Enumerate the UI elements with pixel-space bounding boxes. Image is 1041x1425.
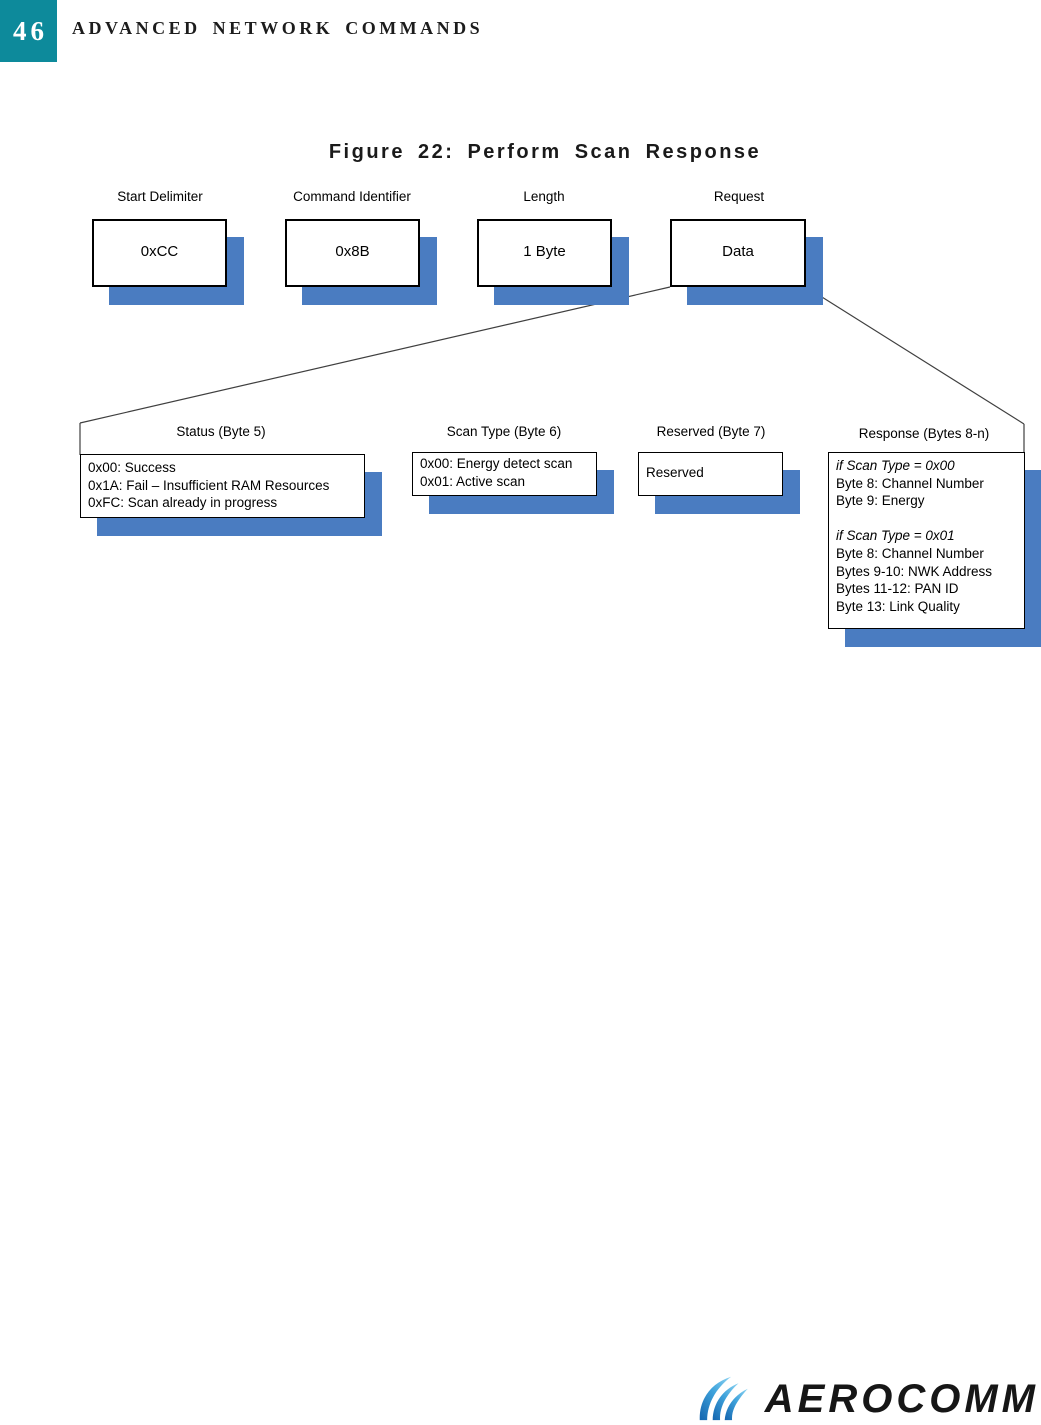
field-box-request: Data bbox=[670, 219, 806, 287]
box-text-line: Reserved bbox=[646, 465, 704, 480]
box-text-line: if Scan Type = 0x01 bbox=[836, 528, 955, 544]
box-text-line: Byte 8: Channel Number bbox=[836, 475, 984, 491]
box-text-line: 0xFC: Scan already in progress bbox=[88, 495, 278, 511]
detail-label-status: Status (Byte 5) bbox=[176, 424, 266, 439]
field-box-length: 1 Byte bbox=[477, 219, 612, 287]
box-text-line bbox=[836, 510, 1017, 528]
aerocomm-logo: AEROCOMM bbox=[695, 1374, 1039, 1422]
box-text-line: 0x00: Energy detect scan bbox=[420, 456, 573, 471]
box-text-line: Byte 9: Energy bbox=[836, 493, 925, 509]
field-box-command-identifier: 0x8B bbox=[285, 219, 420, 287]
field-label-command-identifier: Command Identifier bbox=[293, 189, 411, 204]
detail-box-status: 0x00: Success 0x1A: Fail – Insufficient R… bbox=[80, 454, 365, 518]
field-label-request: Request bbox=[713, 189, 765, 204]
aerocomm-swoosh-icon bbox=[699, 1376, 748, 1421]
box-text-line: 0x1A: Fail – Insufficient RAM Resources bbox=[88, 477, 330, 493]
detail-box-reserved: Reserved bbox=[638, 452, 783, 496]
box-text-line: 0x00: Success bbox=[88, 460, 176, 475]
aerocomm-logo-text: AEROCOMM bbox=[764, 1377, 1039, 1421]
field-value: Data bbox=[722, 242, 754, 260]
box-text-line: if Scan Type = 0x00 bbox=[836, 458, 955, 473]
page-number-badge: 46 bbox=[0, 0, 57, 62]
field-label-length: Length bbox=[523, 189, 565, 204]
detail-label-reserved: Reserved (Byte 7) bbox=[656, 424, 766, 439]
box-text-line: 0x01: Active scan bbox=[420, 473, 526, 489]
page-number: 46 bbox=[13, 15, 48, 46]
field-label-start-delimiter: Start Delimiter bbox=[117, 189, 203, 204]
detail-box-scan-type: 0x00: Energy detect scan 0x01: Active sca… bbox=[412, 452, 597, 496]
box-text-line: Byte 13: Link Quality bbox=[836, 598, 960, 614]
field-value: 0x8B bbox=[335, 242, 370, 260]
box-text-line: Bytes 11-12: PAN ID bbox=[836, 581, 959, 597]
detail-label-scan-type: Scan Type (Byte 6) bbox=[446, 424, 562, 439]
box-text-line: Bytes 9-10: NWK Address bbox=[836, 563, 993, 579]
field-value: 0xCC bbox=[140, 242, 179, 260]
field-value: 1 Byte bbox=[523, 242, 566, 260]
box-text-line: Byte 8: Channel Number bbox=[836, 545, 984, 561]
detail-label-response: Response (Bytes 8-n) bbox=[858, 426, 990, 441]
figure-title: Figure 22: Perform Scan Response bbox=[328, 141, 762, 163]
chapter-title: ADVANCED NETWORK COMMANDS bbox=[72, 18, 484, 38]
field-box-start-delimiter: 0xCC bbox=[92, 219, 227, 287]
